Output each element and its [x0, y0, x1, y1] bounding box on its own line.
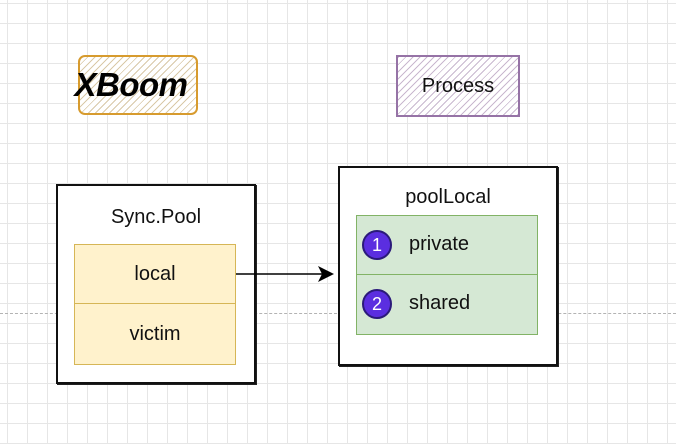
badge-2-icon: 2: [362, 289, 392, 319]
field-label: local: [134, 262, 176, 285]
pool-local-title: poolLocal: [405, 185, 491, 208]
field-label: shared: [409, 292, 471, 314]
xboom-logo: XBoom: [74, 55, 198, 115]
process-box: Process: [396, 55, 520, 117]
badge-1-icon: 1: [362, 230, 392, 260]
xboom-logo-text: XBoom: [74, 66, 189, 103]
field-label: private: [409, 233, 470, 255]
pool-local-field-shared: 2 shared: [356, 274, 538, 335]
sync-pool-field-victim: victim: [74, 303, 236, 365]
connector-arrowhead-icon: [318, 266, 334, 282]
process-label: Process: [421, 74, 495, 97]
field-label: victim: [129, 322, 181, 345]
pool-local-field-private: 1 private: [356, 215, 538, 275]
sync-pool-field-local: local: [74, 244, 236, 304]
sync-pool-title: Sync.Pool: [110, 205, 202, 228]
